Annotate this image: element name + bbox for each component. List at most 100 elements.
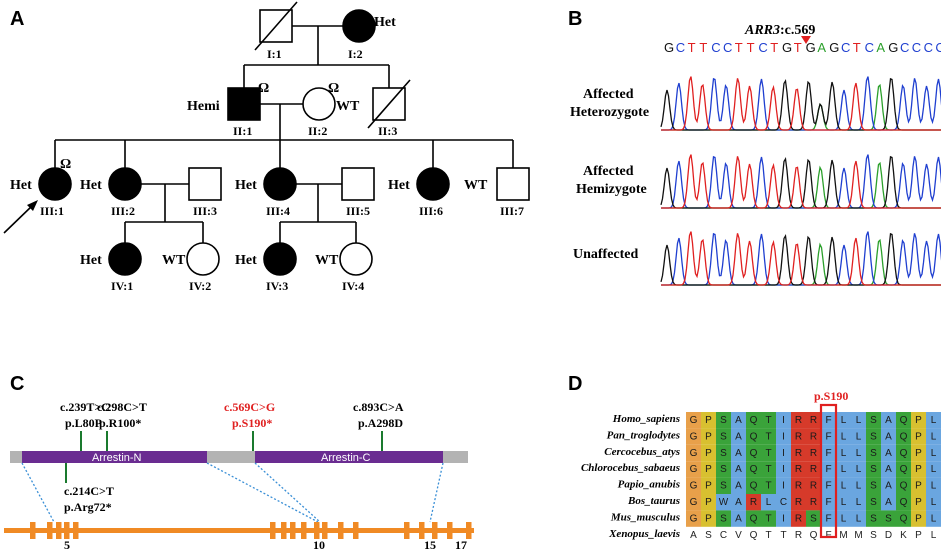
aa-cell-2-11 — [836, 428, 851, 445]
aa-cell-3-7 — [776, 444, 791, 462]
aa-cell-2-17 — [926, 428, 941, 445]
aa-cell-2-5 — [746, 428, 761, 445]
track-label-3-line1: Unaffected — [573, 247, 639, 262]
aa-cell-4-2 — [701, 461, 716, 478]
alignment-panel: p.S190 Homo_sapiensGPSAQTIRRFLLSAQPLQLQA… — [581, 389, 941, 541]
aa-cell-7-9 — [806, 510, 821, 527]
aa-6-14: A — [885, 497, 892, 508]
aa-5-1: G — [690, 481, 698, 492]
mutation-position: :c.569 — [780, 23, 815, 38]
aa-cell-4-5 — [746, 461, 761, 478]
aa-5-10: F — [825, 481, 831, 492]
aa-1-2: P — [705, 415, 712, 426]
aa-cell-3-1 — [686, 444, 701, 462]
aa-7-16: P — [915, 513, 922, 524]
aa-cell-2-8 — [791, 428, 806, 445]
pid-IV4: IV:4 — [342, 279, 364, 293]
aa-3-7: I — [782, 448, 785, 459]
gene-backbone — [4, 528, 474, 533]
aa-8-17: L — [931, 530, 937, 541]
aa-4-4: A — [735, 464, 742, 475]
aa-cell-1-10 — [821, 412, 836, 429]
aa-3-11: L — [841, 448, 847, 459]
aa-cell-2-15 — [896, 428, 911, 445]
aa-cell-5-12 — [851, 477, 866, 494]
aa-4-11: L — [841, 464, 847, 475]
aa-7-2: P — [705, 513, 712, 524]
variant-p-2: p.R100* — [99, 416, 141, 430]
aa-6-6: L — [766, 497, 772, 508]
geno-I2: Het — [374, 15, 396, 30]
aa-5-3: S — [720, 481, 727, 492]
omega-II2: Ω — [328, 81, 339, 96]
trace-3-G — [660, 232, 941, 286]
variant-p-3: p.S190* — [232, 416, 272, 430]
base-10: G — [782, 40, 792, 55]
aa-2-5: Q — [750, 431, 758, 442]
aa-cell-2-16 — [911, 428, 926, 445]
geno-IV1: Het — [80, 253, 102, 268]
trace-3-T — [661, 231, 941, 286]
aa-7-12: L — [856, 513, 862, 524]
exon-13 — [353, 522, 359, 539]
exon-11 — [322, 522, 328, 539]
variant-c-3: c.569C>G — [224, 400, 275, 414]
exon-9 — [301, 522, 307, 539]
aa-cell-4-11 — [836, 461, 851, 478]
aa-cell-5-10 — [821, 477, 836, 494]
aa-5-17: L — [931, 481, 937, 492]
aa-cell-4-3 — [716, 461, 731, 478]
aa-3-4: A — [735, 448, 742, 459]
aa-5-11: L — [841, 481, 847, 492]
exon-17 — [447, 522, 453, 539]
aa-4-15: Q — [900, 464, 908, 475]
aa-6-10: F — [825, 497, 831, 508]
base-1: C — [676, 40, 685, 55]
track-label-1-line1: Affected — [583, 87, 634, 102]
trace-1-G — [660, 77, 941, 131]
aa-cell-3-8 — [791, 444, 806, 462]
aa-cell-2-3 — [716, 428, 731, 445]
base-21: C — [912, 40, 921, 55]
aa-cell-3-12 — [851, 444, 866, 462]
aa-1-3: S — [720, 415, 727, 426]
aa-2-9: R — [810, 431, 817, 442]
aa-5-13: S — [870, 481, 877, 492]
aa-cell-6-9 — [806, 494, 821, 511]
aa-3-8: R — [795, 448, 802, 459]
exon-label-5: 5 — [64, 538, 70, 552]
variant-p-5: p.Arg72* — [64, 500, 112, 514]
aa-4-6: T — [765, 464, 771, 475]
aa-cell-5-7 — [776, 477, 791, 494]
aa-3-14: A — [885, 448, 892, 459]
aa-cell-5-11 — [836, 477, 851, 494]
geno-IV4: WT — [315, 253, 339, 268]
aa-1-12: L — [856, 415, 862, 426]
aa-cell-7-1 — [686, 510, 701, 527]
exon-track — [30, 522, 472, 539]
base-0: G — [664, 40, 674, 55]
aa-7-17: L — [931, 513, 937, 524]
exon-12 — [338, 522, 344, 539]
aa-2-17: L — [931, 431, 937, 442]
aa-5-6: T — [765, 481, 771, 492]
alignment-highlight-box — [819, 403, 838, 539]
aa-cell-6-3 — [716, 494, 731, 511]
aa-8-10: F — [825, 530, 831, 541]
pedigree-symbol-III4 — [263, 167, 297, 201]
exon-8 — [290, 522, 296, 539]
mutation-gene: ARR3 — [744, 23, 780, 38]
pid-III2: III:2 — [111, 204, 135, 218]
aa-4-12: L — [856, 464, 862, 475]
trace-1-A — [661, 83, 941, 131]
aa-4-5: Q — [750, 464, 758, 475]
aa-cell-1-14 — [881, 412, 896, 429]
aa-1-14: A — [885, 415, 892, 426]
aa-1-5: Q — [750, 415, 758, 426]
geno-III1: Het — [10, 178, 32, 193]
aa-7-9: S — [810, 513, 817, 524]
aa-8-7: T — [780, 530, 786, 541]
pedigree-chart — [3, 1, 530, 276]
aa-1-17: L — [931, 415, 937, 426]
